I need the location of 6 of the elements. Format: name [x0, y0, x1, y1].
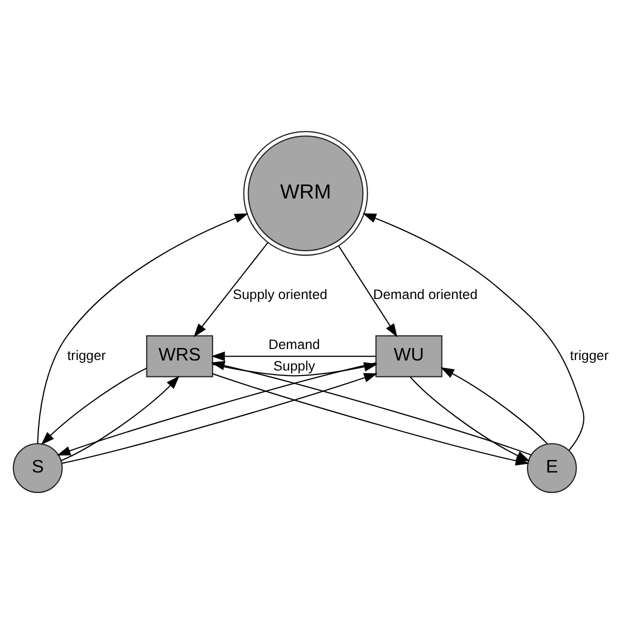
edge-label: trigger — [570, 347, 609, 362]
edge-label: Supply — [273, 358, 316, 374]
edge-label: Demand — [268, 336, 320, 352]
edge-label: Supply oriented — [232, 286, 328, 302]
edge-label: trigger — [67, 347, 106, 362]
edge-label: Demand oriented — [373, 286, 478, 302]
